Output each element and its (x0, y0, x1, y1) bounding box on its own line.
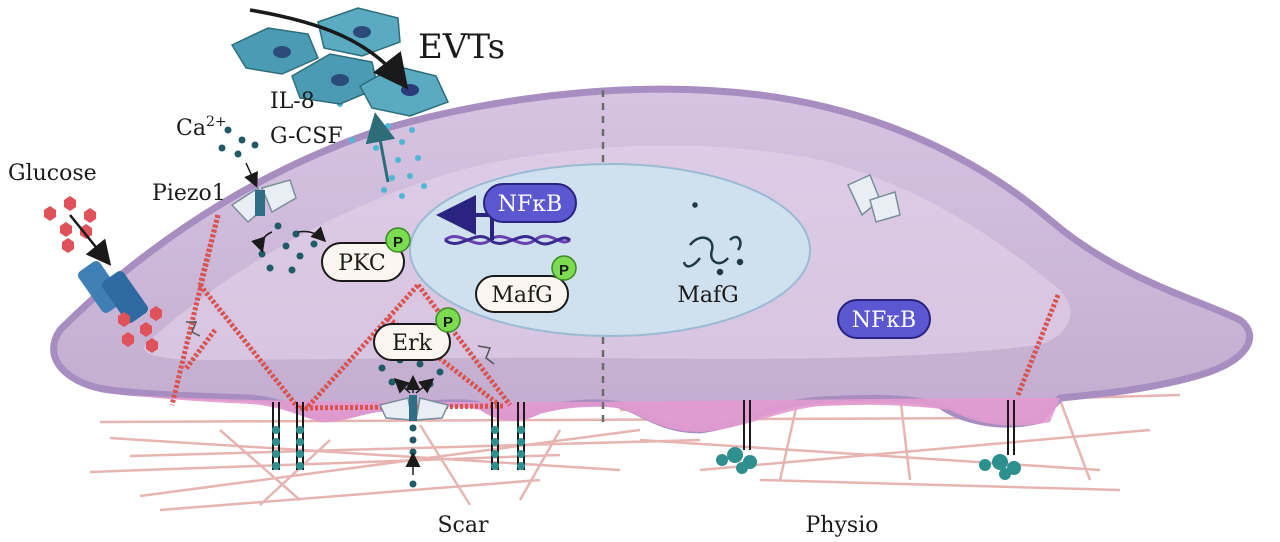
il8-label: IL-8 (270, 89, 315, 114)
physio-label: Physio (806, 513, 879, 538)
piezo1-label: Piezo1 (152, 181, 226, 206)
erk-badge: Erk P (373, 307, 461, 361)
piezo1-channel-scar-top (230, 179, 297, 224)
glucose-transporter-icon (77, 261, 149, 323)
svg-text:P: P (559, 262, 569, 279)
svg-text:NFκB: NFκB (852, 308, 916, 333)
integrins (272, 400, 1021, 480)
chromatin-fragments (682, 202, 744, 276)
evt-cells (230, 7, 450, 117)
calcium-label: Ca2+ (176, 114, 227, 141)
nfkb-nucleus-badge: NFκB (483, 183, 577, 223)
svg-text:P: P (393, 234, 403, 251)
svg-text:PKC: PKC (338, 251, 385, 276)
svg-text:NFκB: NFκB (498, 192, 562, 217)
piezo1-channel-physio (847, 173, 901, 223)
glucose-arrow (69, 214, 112, 266)
svg-text:P: P (443, 314, 453, 331)
glucose-molecules (44, 196, 162, 353)
svg-text:Erk: Erk (392, 331, 433, 356)
secretion-arrow (365, 112, 396, 183)
actin-filaments (169, 214, 1061, 412)
svg-text:MafG: MafG (491, 283, 552, 308)
dna-helix (444, 234, 571, 246)
scar-label: Scar (437, 513, 489, 538)
mafg-scar-badge: MafG P (475, 255, 577, 313)
pkc-badge: PKC P (321, 227, 411, 282)
evts-label: EVTs (418, 27, 505, 67)
nfkb-cytoplasm-badge: NFκB (837, 299, 931, 339)
calcium-entry-arrow (244, 162, 258, 188)
calcium-to-pkc-arrow (297, 226, 327, 243)
calcium-release-arrow (251, 231, 273, 253)
glucose-label: Glucose (8, 161, 97, 186)
spring-structures (186, 321, 495, 365)
gcsf-label: G-CSF (270, 124, 343, 149)
evt-invasion-arrow (249, 8, 409, 90)
calcium-ions (218, 126, 444, 488)
piezo1-channel-scar-bottom (378, 395, 450, 421)
nucleus (409, 163, 811, 337)
erk-activation-arrows (393, 375, 435, 394)
mafg-physio-label: MafG (677, 283, 738, 308)
